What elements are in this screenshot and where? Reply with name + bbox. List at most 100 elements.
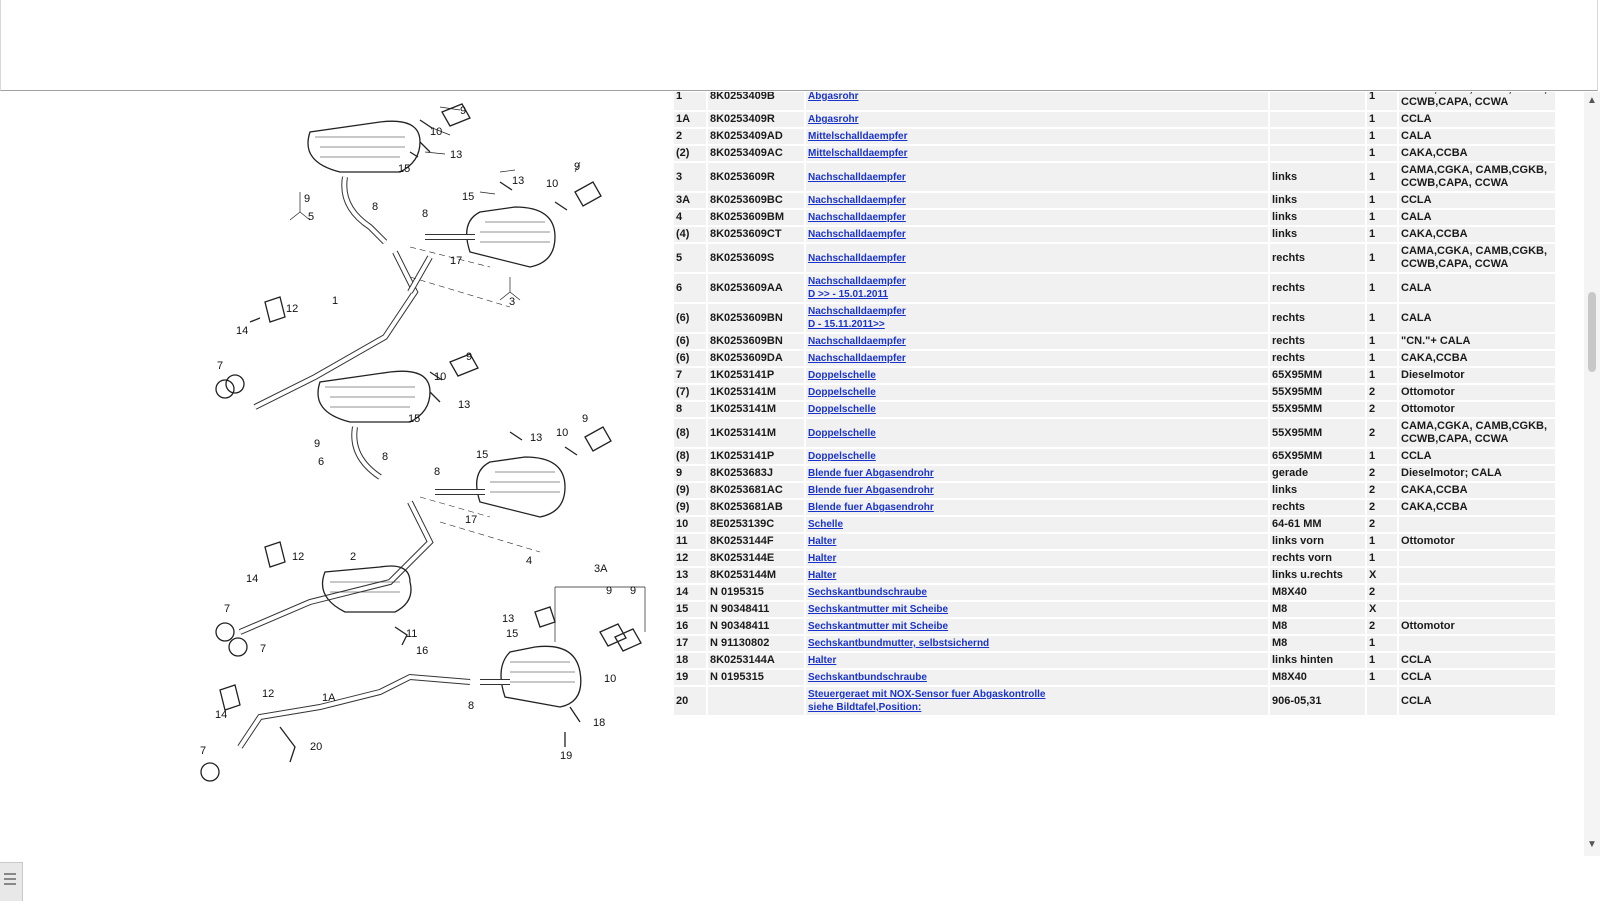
quantity-cell: 1: [1367, 351, 1397, 366]
diagram-label: 20: [310, 741, 322, 753]
diagram-label: 8: [468, 700, 474, 712]
part-description-link[interactable]: Sechskantbundschraube: [808, 672, 927, 683]
part-description-link[interactable]: Nachschalldaempfer: [808, 212, 906, 223]
part-description-link[interactable]: Nachschalldaempfer: [808, 229, 906, 240]
part-description-link[interactable]: Doppelschelle: [808, 387, 876, 398]
part-description-link[interactable]: Halter: [808, 570, 837, 581]
part-description-cell: Doppelschelle: [806, 419, 1268, 447]
part-description-link[interactable]: Nachschalldaempfer: [808, 336, 906, 347]
part-description-cell: Halter: [806, 653, 1268, 668]
part-description-cell: Blende fuer Abgasendrohr: [806, 483, 1268, 498]
parts-list-panel: 18K0253409BAbgasrohr1CAMA,CGKA, CAMB,CGK…: [672, 92, 1584, 856]
part-description-link[interactable]: Doppelschelle: [808, 404, 876, 415]
remark-cell: [1270, 112, 1365, 127]
remark-cell: M8: [1270, 636, 1365, 651]
part-description-link[interactable]: Doppelschelle: [808, 451, 876, 462]
part-description-link[interactable]: Sechskantbundmutter, selbstsichernd: [808, 638, 990, 649]
quantity-cell: 1: [1367, 368, 1397, 383]
position-cell: (2): [674, 146, 706, 161]
scrollbar-thumb[interactable]: [1588, 292, 1596, 372]
part-description-link[interactable]: Doppelschelle: [808, 427, 876, 439]
part-number-cell: 8K0253681AC: [708, 483, 804, 498]
part-description-link[interactable]: Mittelschalldaempfer: [808, 131, 908, 142]
model-cell: CALA: [1399, 129, 1555, 144]
diagram-label: 1A: [322, 692, 336, 704]
diagram-label: 13: [458, 399, 470, 411]
part-description-link-line2[interactable]: siehe Bildtafel,Position:: [808, 702, 922, 713]
diagram-label: 15: [506, 628, 518, 640]
part-description-link[interactable]: Sechskantbundschraube: [808, 587, 927, 598]
remark-cell: gerade: [1270, 466, 1365, 481]
quantity-cell: X: [1367, 568, 1397, 583]
scroll-up-arrow-icon[interactable]: ▲: [1587, 95, 1597, 106]
part-description-link[interactable]: Halter: [808, 553, 837, 564]
position-cell: (8): [674, 449, 706, 464]
quantity-cell: 2: [1367, 419, 1397, 447]
position-cell: 4: [674, 210, 706, 225]
part-description-link[interactable]: Nachschalldaempfer: [808, 306, 906, 317]
part-number-cell: 1K0253141P: [708, 368, 804, 383]
remark-cell: 55X95MM: [1270, 402, 1365, 417]
quantity-cell: 1: [1367, 129, 1397, 144]
model-cell: [1399, 585, 1555, 600]
part-description-link[interactable]: Halter: [808, 536, 837, 547]
part-description-link[interactable]: Halter: [808, 655, 837, 666]
menu-toggle-button[interactable]: [0, 862, 23, 901]
part-description-cell: Nachschalldaempfer: [806, 244, 1268, 272]
diagram-label: 4: [526, 555, 532, 567]
part-description-link[interactable]: Mittelschalldaempfer: [808, 148, 908, 159]
quantity-cell: 1: [1367, 304, 1397, 332]
diagram-label: 10: [430, 126, 442, 138]
position-cell: 10: [674, 517, 706, 532]
model-cell: CCLA: [1399, 687, 1555, 715]
part-number-cell: 8K0253409B: [708, 92, 804, 110]
part-description-link-line2[interactable]: D - 15.11.2011>>: [808, 319, 885, 330]
diagram-label: 9: [630, 585, 636, 597]
part-description-link[interactable]: Abgasrohr: [808, 114, 859, 125]
remark-cell: links u.rechts: [1270, 568, 1365, 583]
part-description-link[interactable]: Nachschalldaempfer: [808, 353, 906, 364]
part-description-link[interactable]: Nachschalldaempfer: [808, 252, 906, 264]
diagram-label: 13: [512, 175, 524, 187]
diagram-label: 12: [286, 303, 298, 315]
part-description-cell: Nachschalldaempfer: [806, 334, 1268, 349]
model-cell: CAKA,CCBA: [1399, 500, 1555, 515]
part-description-link[interactable]: Doppelschelle: [808, 370, 876, 381]
part-number-cell: 1K0253141M: [708, 402, 804, 417]
part-description-link[interactable]: Blende fuer Abgasendrohr: [808, 468, 934, 479]
part-description-link[interactable]: Sechskantmutter mit Scheibe: [808, 621, 949, 632]
position-cell: (7): [674, 385, 706, 400]
part-description-link[interactable]: Nachschalldaempfer: [808, 171, 906, 183]
part-description-link[interactable]: Nachschalldaempfer: [808, 195, 906, 206]
quantity-cell: X: [1367, 602, 1397, 617]
part-description-link[interactable]: Steuergeraet mit NOX-Sensor fuer Abgasko…: [808, 689, 1046, 700]
scroll-down-arrow-icon[interactable]: ▼: [1587, 839, 1597, 850]
part-description-link-line2[interactable]: D >> - 15.01.2011: [808, 289, 889, 300]
quantity-cell: 2: [1367, 585, 1397, 600]
diagram-label: 11: [406, 628, 417, 640]
position-cell: (9): [674, 500, 706, 515]
part-description-link[interactable]: Schelle: [808, 519, 844, 530]
part-description-cell: Halter: [806, 568, 1268, 583]
vertical-scrollbar[interactable]: ▲ ▼: [1584, 92, 1600, 856]
diagram-label: 15: [408, 413, 420, 425]
part-description-link[interactable]: Sechskantmutter mit Scheibe: [808, 604, 949, 615]
model-cell: [1399, 602, 1555, 617]
part-description-link[interactable]: Abgasrohr: [808, 92, 859, 102]
part-description-link[interactable]: Blende fuer Abgasendrohr: [808, 485, 934, 496]
remark-cell: rechts: [1270, 334, 1365, 349]
model-cell: CALA: [1399, 210, 1555, 225]
part-description-link[interactable]: Blende fuer Abgasendrohr: [808, 502, 934, 513]
part-description-link[interactable]: Nachschalldaempfer: [808, 276, 906, 287]
quantity-cell: 1: [1367, 227, 1397, 242]
part-description-cell: Sechskantbundmutter, selbstsichernd: [806, 636, 1268, 651]
remark-cell: links: [1270, 163, 1365, 191]
remark-cell: M8: [1270, 619, 1365, 634]
diagram-label: 8: [372, 201, 378, 213]
quantity-cell: 2: [1367, 517, 1397, 532]
